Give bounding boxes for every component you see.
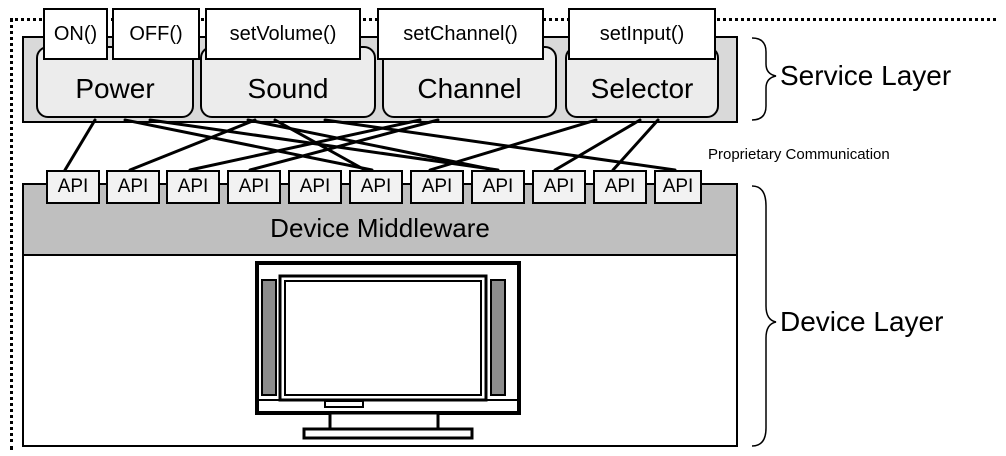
api-box-7: API xyxy=(410,170,464,204)
device-middleware-label: Device Middleware xyxy=(270,213,490,243)
connection-line xyxy=(188,118,422,172)
tv-indicator xyxy=(324,400,364,408)
connection-line xyxy=(428,118,598,172)
connection-line xyxy=(611,118,660,172)
connection-line xyxy=(63,118,97,172)
api-box-9: API xyxy=(532,170,586,204)
service-layer-brace xyxy=(751,37,777,121)
service-power-label: Power xyxy=(75,73,155,104)
connection-line xyxy=(128,118,257,172)
api-box-11: API xyxy=(654,170,702,204)
tv-right-speaker xyxy=(490,279,506,396)
service-channel-label: Channel xyxy=(417,73,522,104)
service-selector-label: Selector xyxy=(590,73,694,104)
tv-left-speaker xyxy=(261,279,277,396)
api-box-2: API xyxy=(106,170,160,204)
connection-line xyxy=(273,118,367,172)
device-layer-label: Device Layer xyxy=(780,306,944,337)
method-set-input: setInput() xyxy=(568,8,716,60)
api-box-6: API xyxy=(349,170,403,204)
api-box-5: API xyxy=(288,170,342,204)
service-layer-label: Service Layer xyxy=(780,60,952,91)
service-sound-label: Sound xyxy=(247,73,329,104)
connection-line xyxy=(148,118,500,172)
tv-screen-inner xyxy=(284,280,482,396)
proprietary-communication-label: Proprietary Communication xyxy=(708,146,890,163)
connection-line xyxy=(248,118,440,172)
proprietary-connections xyxy=(63,118,677,172)
api-box-10: API xyxy=(593,170,647,204)
tv-icon xyxy=(255,261,521,440)
api-box-4: API xyxy=(227,170,281,204)
method-set-channel: setChannel() xyxy=(377,8,544,60)
tv-neck xyxy=(328,411,440,431)
method-set-volume: setVolume() xyxy=(205,8,361,60)
connection-line xyxy=(123,118,374,172)
api-box-3: API xyxy=(166,170,220,204)
tv-base xyxy=(302,427,474,440)
method-off: OFF() xyxy=(112,8,200,60)
api-box-1: API xyxy=(46,170,100,204)
connection-line xyxy=(553,118,642,172)
device-layer-brace xyxy=(751,185,777,447)
method-on: ON() xyxy=(43,8,108,60)
